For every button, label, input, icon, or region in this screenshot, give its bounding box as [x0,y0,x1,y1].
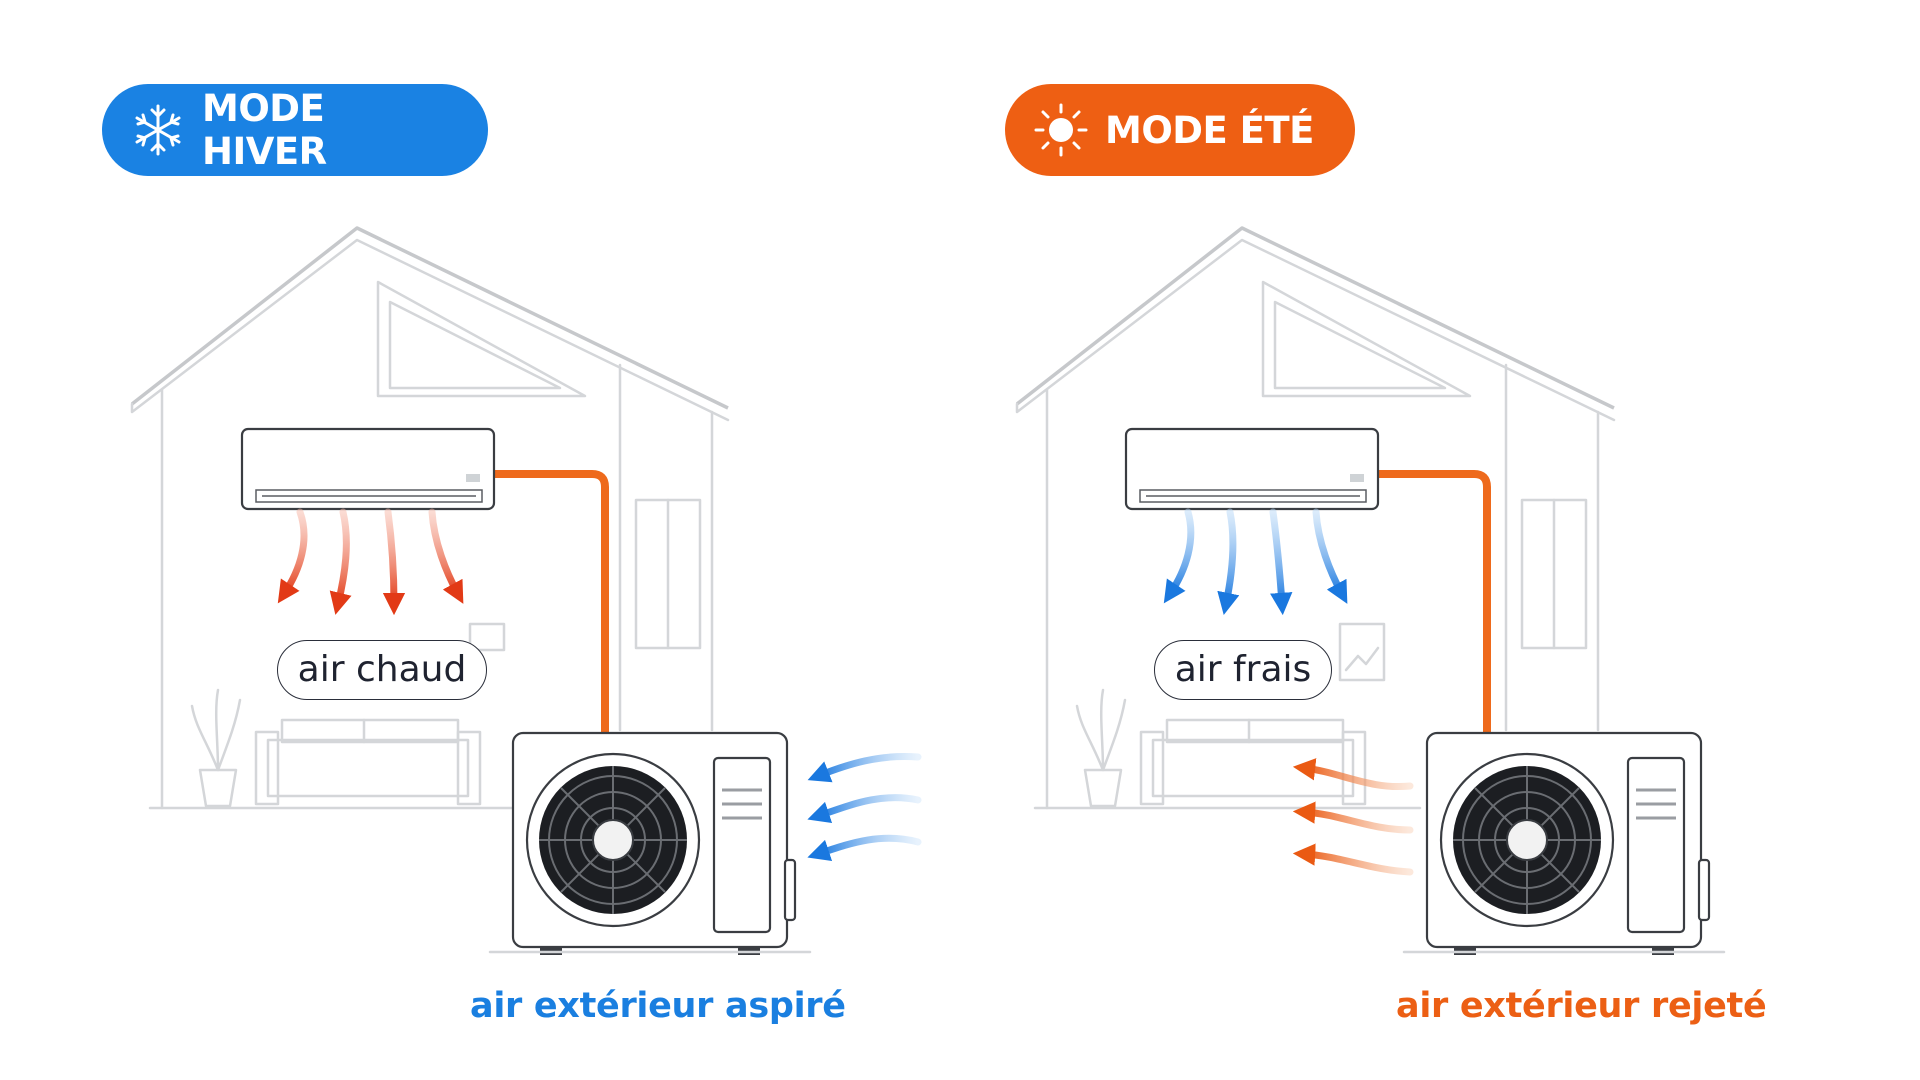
house-left [130,226,730,810]
snowflake-icon [135,104,181,156]
cool-air-arrows [1163,508,1348,616]
cool-air-label: air frais [1154,640,1332,700]
indoor-unit-right [1124,427,1380,511]
warm-air-label: air chaud [277,640,487,700]
outdoor-unit-left [488,731,812,955]
outside-air-drawn-caption: air extérieur aspiré [470,986,846,1026]
outdoor-unit-right [1402,731,1726,955]
outside-air-arrows-right [1292,758,1414,876]
summer-mode-label: MODE ÉTÉ [1105,108,1314,152]
outside-air-rejected-caption: air extérieur rejeté [1396,986,1767,1026]
sun-icon [1034,103,1088,157]
winter-mode-badge: MODE HIVER [102,84,488,176]
warm-air-arrows [277,508,464,616]
outside-air-arrows-left [807,752,922,862]
house-right [1015,226,1616,810]
summer-mode-badge: MODE ÉTÉ [1005,84,1355,176]
refrigerant-pipe-right [1370,470,1491,742]
indoor-unit-left [240,427,496,511]
winter-mode-label: MODE HIVER [202,87,327,173]
refrigerant-pipe-left [486,470,609,742]
